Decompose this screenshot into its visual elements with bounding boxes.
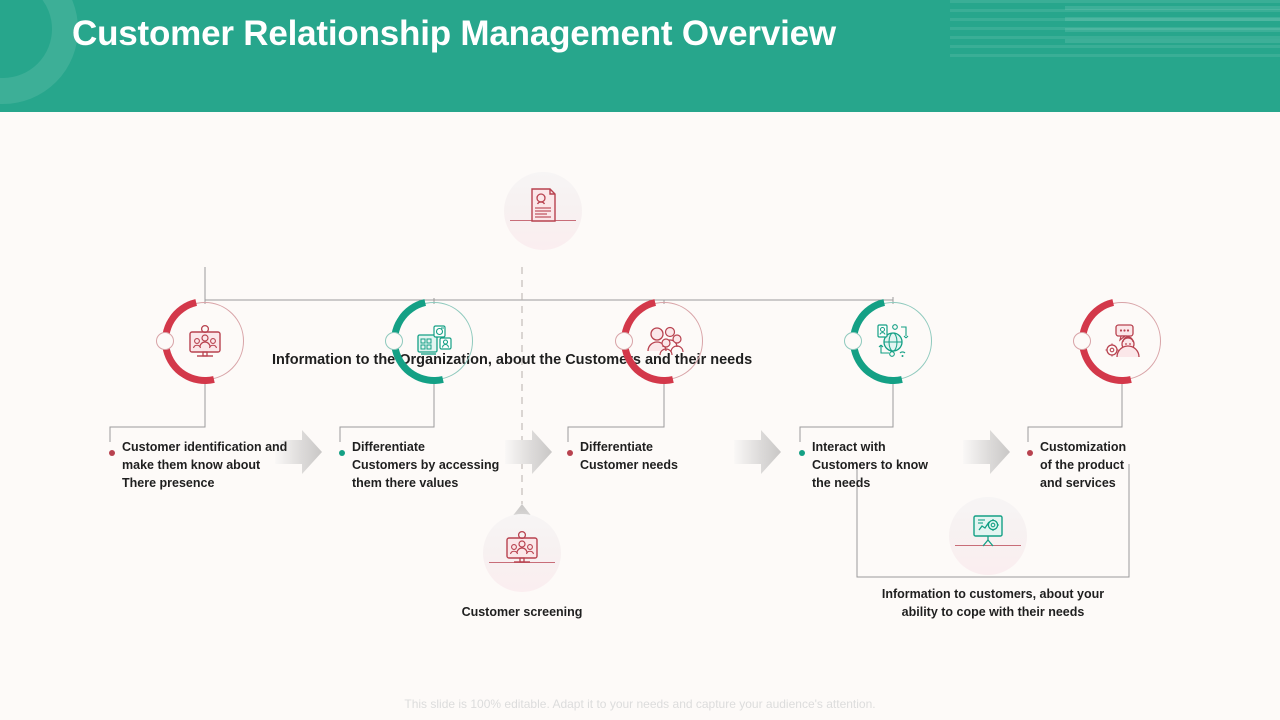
monitor-users-gear-icon xyxy=(501,526,543,568)
top-information-node xyxy=(504,172,582,250)
slide-header: Customer Relationship Management Overvie… xyxy=(0,0,1280,112)
dashboard-profile-cards-icon xyxy=(411,318,457,364)
customer-screening-node xyxy=(483,514,561,592)
presentation-gear-idea-icon xyxy=(967,509,1009,551)
node-knob xyxy=(156,332,174,350)
step-node-2[interactable] xyxy=(374,281,494,401)
customer-screening-caption: Customer screening xyxy=(461,605,583,619)
header-stripes-decoration-secondary xyxy=(1065,6,1280,46)
node-knob xyxy=(844,332,862,350)
header-ring-decoration xyxy=(0,0,78,104)
label-bullet-5 xyxy=(1027,450,1033,456)
step-label-3: Differentiate Customer needs xyxy=(580,440,678,472)
step-node-4[interactable] xyxy=(833,281,953,401)
header-stripes-decoration xyxy=(950,0,1280,62)
node-underline xyxy=(955,545,1021,546)
information-to-customers-caption: Information to customers, about your abi… xyxy=(881,587,1105,619)
diagram-canvas: Information to the Organization, about t… xyxy=(0,112,1280,720)
step-label-4: Interact with Customers to know the need… xyxy=(812,440,928,490)
customer-support-chat-icon xyxy=(1099,318,1145,364)
slide-footer-note: This slide is 100% editable. Adapt it to… xyxy=(404,697,876,711)
step-label-1: Customer identification and make them kn… xyxy=(122,440,288,490)
step-node-1[interactable] xyxy=(145,281,265,401)
document-profile-icon xyxy=(522,184,564,226)
header-accent-bar xyxy=(0,108,1280,112)
node-knob xyxy=(1073,332,1091,350)
step-node-3[interactable] xyxy=(604,281,724,401)
global-network-profile-icon xyxy=(870,318,916,364)
monitor-users-gear-icon xyxy=(182,318,228,364)
connector-lines xyxy=(109,267,1130,578)
node-knob xyxy=(385,332,403,350)
label-bullet-3 xyxy=(567,450,573,456)
step-node-5[interactable] xyxy=(1062,281,1182,401)
people-group-icon xyxy=(641,318,687,364)
label-bullet-4 xyxy=(799,450,805,456)
page-title: Customer Relationship Management Overvie… xyxy=(72,14,836,53)
node-knob xyxy=(615,332,633,350)
step-label-5: Customization of the product and service… xyxy=(1040,440,1127,490)
step-label-2: Differentiate Customers by accessing the… xyxy=(352,440,500,490)
information-to-customers-node xyxy=(949,497,1027,575)
label-bullet-1 xyxy=(109,450,115,456)
label-bullet-2 xyxy=(339,450,345,456)
